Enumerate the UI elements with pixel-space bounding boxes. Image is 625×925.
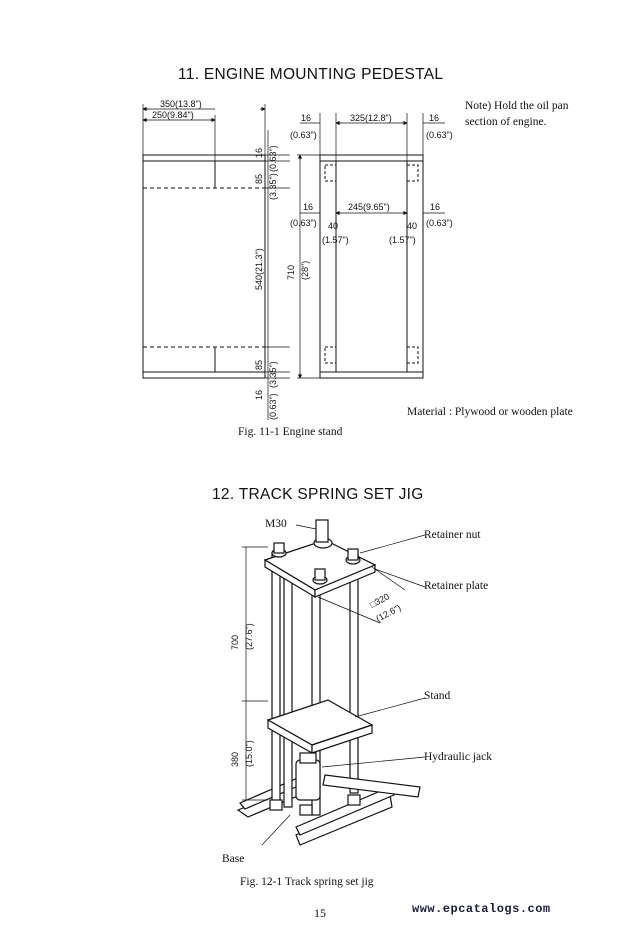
dim-245: 245(9.65") [348,202,390,212]
dim-063-right: (0.63") [426,130,453,140]
dim-85-top: 85 [254,174,264,184]
dim-063-left: (0.63") [290,130,317,140]
dim-335-bottom: (3.35") [268,361,278,388]
fig-11-1-caption: Fig. 11-1 Engine stand [238,426,343,438]
dim-350: 350(13.8") [160,99,202,109]
label-stand: Stand [424,690,451,702]
dim-700: 700 [230,635,240,650]
dim-40-left: 40 [328,221,338,231]
dim-157-left: (1.57") [322,235,349,245]
label-base: Base [222,853,245,865]
rod-2 [349,552,359,794]
dim-063-top: (0.63") [268,145,278,172]
dim-16-left: 16 [301,113,311,123]
section-11-title: 11. ENGINE MOUNTING PEDESTAL [178,66,444,83]
rod-1 [271,552,281,804]
note-line-1: Note) Hold the oil pan [465,100,569,112]
front-view-outline [319,154,424,379]
dim-40-right: 40 [407,221,417,231]
dim-380: 380 [230,752,240,767]
dim-710: 710 [286,265,296,280]
section-12-title: 12. TRACK SPRING SET JIG [212,486,424,503]
dim-540: 540(21.3") [254,248,264,290]
note-line-2: section of engine. [465,116,547,128]
dim-276: (27.6") [244,623,254,650]
side-view-outline [142,154,266,379]
watermark: www.epcatalogs.com [412,902,551,916]
dim-325: 325(12.8") [350,113,392,123]
material-note: Material : Plywood or wooden plate [407,406,573,418]
dim-250: 250(9.84") [152,110,194,120]
page-number: 15 [314,906,326,920]
label-m30: M30 [265,518,287,530]
label-retainer-plate: Retainer plate [424,580,489,592]
dim-16-inner-left: 16 [303,202,313,212]
dim-16-bottom: 16 [254,390,264,400]
dim-150: (15.0") [244,740,254,767]
rod-3 [283,566,293,808]
dim-28: (28") [300,261,310,280]
engine-stand-drawing: 350(13.8") 250(9.84") 16 (0.63") 85 (3.3… [142,99,453,420]
dim-85-bottom: 85 [254,360,264,370]
m30-bolt [315,519,329,543]
hydraulic-jack [295,759,321,801]
section-11-note: Note) Hold the oil pan section of engine… [465,98,568,130]
dim-157-right: (1.57") [389,235,416,245]
dim-16-right: 16 [429,113,439,123]
dim-063-inner-left: (0.63") [290,218,317,228]
dim-063-bottom: (0.63") [268,393,278,420]
label-retainer-nut: Retainer nut [424,529,481,541]
dim-335-top: (3.35") [268,173,278,200]
track-spring-jig-drawing: 700 (27.6") 380 (15.0") □320 (12.6") [230,519,426,846]
label-hydraulic-jack: Hydraulic jack [424,751,493,763]
dim-16-top: 16 [254,148,264,158]
dim-16-inner-right: 16 [430,202,440,212]
fig-12-1-caption: Fig. 12-1 Track spring set jig [240,876,374,888]
dim-063-inner-right: (0.63") [426,218,453,228]
jack-handle [322,774,421,798]
